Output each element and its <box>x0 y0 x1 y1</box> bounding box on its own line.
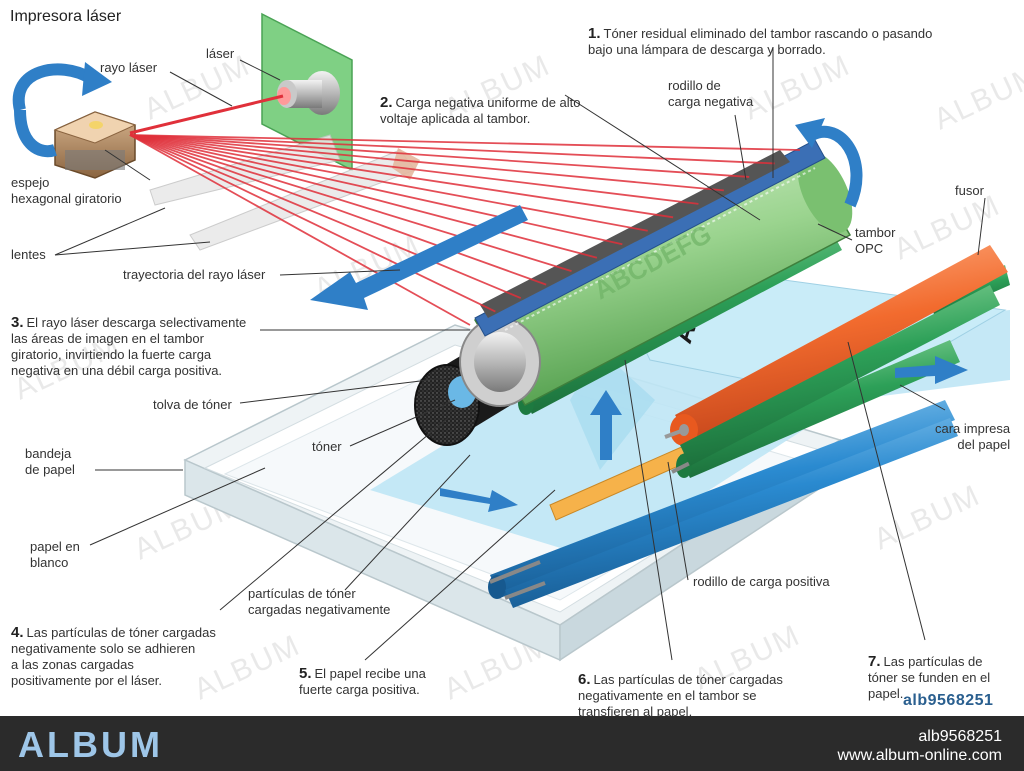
step-1-text: Tóner residual eliminado del tambor rasc… <box>588 26 933 57</box>
laser-ray <box>129 134 471 326</box>
step-6-text: Las partículas de tóner cargadas negativ… <box>578 672 783 719</box>
mirror-rotation-arrow <box>12 63 94 112</box>
step-1-number: 1. <box>588 25 601 42</box>
label-lentes: lentes <box>11 247 46 262</box>
label-bandeja: bandeja de papel <box>25 446 75 477</box>
step-5-text: El papel recibe una fuerte carga positiv… <box>299 666 426 697</box>
laser-ray <box>129 134 674 219</box>
step-6: 6.Las partículas de tóner cargadas negat… <box>578 656 783 720</box>
step-2: 2.Carga negativa uniforme de alto voltaj… <box>380 79 581 127</box>
footer-brand-logo: ALBUM <box>18 724 163 765</box>
step-1: 1.Tóner residual eliminado del tambor ra… <box>588 10 932 58</box>
step-4-text: Las partículas de tóner cargadas negativ… <box>11 625 216 688</box>
step-2-number: 2. <box>380 94 393 111</box>
label-fusor: fusor <box>955 183 984 198</box>
paper-up-arrow <box>590 390 622 460</box>
laser-unit <box>261 12 353 172</box>
paper-feed-arrow <box>440 488 518 512</box>
transfer-rollers <box>488 340 960 608</box>
scan-direction-arrow <box>310 205 528 310</box>
step-7-text: Las partículas de tóner se funden en el … <box>868 654 991 701</box>
laser-beam-source <box>129 94 284 135</box>
label-toner: tóner <box>312 439 342 454</box>
label-espejo: espejo hexagonal giratorio <box>11 175 122 206</box>
reference-code: alb9568251 <box>903 692 994 709</box>
step-7: 7.Las partículas de tóner se funden en e… <box>868 638 990 702</box>
laser-ray <box>129 134 750 178</box>
step-6-number: 6. <box>578 671 591 688</box>
laser-ray <box>129 134 648 232</box>
step-2-text: Carga negativa uniforme de alto voltaje … <box>380 95 581 126</box>
step-3-number: 3. <box>11 314 24 331</box>
laser-ray <box>129 134 598 259</box>
diagram-title: Impresora láser <box>10 8 122 25</box>
step-3-text: El rayo láser descarga selectivamente la… <box>11 315 247 378</box>
laser-ray <box>129 134 801 151</box>
laser-printer-diagram: ALBUM ALBUM ALBUM ALBUM ALBUM ALBUM ALBU… <box>9 12 1024 706</box>
laser-fan <box>129 134 801 326</box>
laser-ray <box>129 134 775 165</box>
step-4: 4.Las partículas de tóner cargadas negat… <box>11 609 216 689</box>
hexagonal-mirror <box>53 111 137 179</box>
drum-rotation-arrow <box>809 125 863 208</box>
step-5: 5.El papel recibe una fuerte carga posit… <box>299 650 426 698</box>
laser-ray <box>129 134 522 299</box>
laser-ray <box>129 134 724 192</box>
label-rodillo-negativo: rodillo de carga negativa <box>668 78 754 109</box>
svg-text:ALBUM: ALBUM <box>929 59 1024 137</box>
label-particulas: partículas de tóner cargadas negativamen… <box>248 586 391 617</box>
label-rodillo-positivo: rodillo de carga positiva <box>693 574 830 589</box>
label-cara-impresa: cara impresa del papel <box>935 421 1011 452</box>
laser-ray <box>129 134 699 205</box>
fuser-rollers <box>664 245 1008 466</box>
label-tambor: tambor OPC <box>855 225 896 256</box>
step-7-number: 7. <box>868 653 881 670</box>
leader-lines <box>54 48 986 661</box>
svg-text:ALBUM: ALBUM <box>739 49 856 127</box>
label-tolva: tolva de tóner <box>153 397 232 412</box>
footer-url: www.album-online.com <box>837 747 1002 764</box>
laser-ray <box>129 134 572 273</box>
label-rayo-laser: rayo láser <box>100 60 158 75</box>
footer-bar: ALBUM alb9568251 www.album-online.com <box>0 716 1024 771</box>
footer-image-id: alb9568251 <box>918 728 1002 745</box>
step-5-number: 5. <box>299 665 312 682</box>
label-laser: láser <box>206 46 235 61</box>
step-3: 3.El rayo láser descarga selectivamente … <box>11 299 246 379</box>
laser-ray <box>129 134 623 246</box>
step-4-number: 4. <box>11 624 24 641</box>
paper-exit-arrow <box>895 356 968 384</box>
label-trayectoria: trayectoria del rayo láser <box>123 267 266 282</box>
label-papel-blanco: papel en blanco <box>30 539 80 570</box>
laser-ray <box>129 134 496 313</box>
direction-arrows <box>310 118 968 512</box>
laser-ray <box>129 134 547 286</box>
